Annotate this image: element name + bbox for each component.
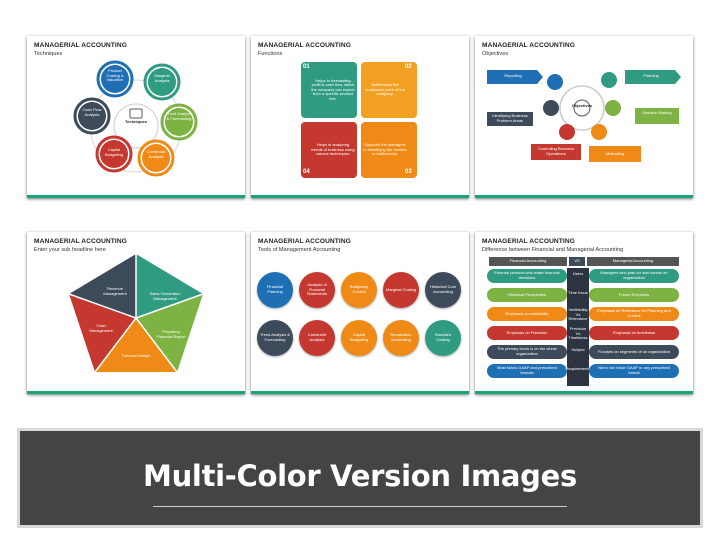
slide-thumbnail-objectives[interactable]: MANAGERIAL ACCOUNTING Objectives Reporti… (475, 36, 693, 198)
quadrant-number: 01 (303, 64, 310, 70)
comparison-left-row: External persons who make financial deci… (487, 269, 567, 283)
slide-subtitle: Techniques (34, 51, 63, 57)
tool-circle: Revaluation Accounting (383, 320, 419, 356)
comparison-mid-label: Precision Vs Timeliness (568, 326, 588, 341)
segment-turnover-margin: Turnover Margin (121, 353, 151, 358)
objective-motivating: Motivating (605, 151, 625, 156)
comparison-left-row: The primary focus is on the whole organi… (487, 345, 567, 359)
comparison-left-row: Emphasis on Precision (487, 326, 567, 340)
objective-decision-making: Decision Making (642, 110, 672, 115)
slide-title: MANAGERIAL ACCOUNTING (482, 42, 575, 49)
tool-circle: Marginal Costing (383, 272, 419, 308)
comparison-left-row: Emphasis on verifiability (487, 307, 567, 321)
slide-title: MANAGERIAL ACCOUNTING (482, 238, 575, 245)
function-quadrant-02: Determines the breakeven point of the co… (361, 62, 417, 118)
comparison-spine (567, 268, 589, 386)
slide-title: MANAGERIAL ACCOUNTING (34, 42, 127, 49)
objective-reporting: Reporting (504, 73, 522, 78)
technique-trend-analysis: Trend Analysis & Forecasting (165, 111, 193, 121)
comparison-right-row: Focuses on segments of an organization (589, 345, 679, 359)
objectives-center-label: Objectives (571, 103, 593, 108)
tool-circle: Capital Budgeting (341, 320, 377, 356)
banner-title: Multi-Color Version Images (143, 459, 577, 493)
tool-circle: Budgetary Control (341, 272, 377, 308)
objective-controlling: Controlling Business Operations (537, 146, 575, 156)
slide-thumbnail-comparison[interactable]: MANAGERIAL ACCOUNTING Difference between… (475, 232, 693, 394)
technique-marginal-analysis: Marginal Analysis (154, 73, 170, 83)
comparison-mid-label: Users (572, 271, 584, 276)
comparison-right-row: Emphasis on Relevance for Planning and C… (589, 307, 679, 321)
slide-accent-bar (251, 391, 469, 394)
technique-constraint-analysis: Constraint Analysis (146, 149, 166, 159)
technique-cash-flow: Cash Flow Analysis (82, 107, 102, 117)
slide-subtitle: Objectives (482, 51, 509, 57)
objective-identifying-problems: Identifying Business Problem Areas (492, 113, 528, 123)
slide-subtitle: Functions (258, 51, 283, 57)
segment-revenue-management: Revenue Management (103, 286, 127, 296)
slide-thumbnail-functions[interactable]: MANAGERIAL ACCOUNTING Functions Helps in… (251, 36, 469, 198)
tool-circle: Financial Planning (257, 272, 293, 308)
comparison-right-row: Future Emphasis (589, 288, 679, 302)
techniques-center-label: Techniques (125, 119, 147, 124)
pentagon-graphic (68, 254, 204, 373)
quadrant-number: 03 (405, 169, 412, 175)
tool-circle: Historical Cost Accounting (425, 272, 461, 308)
segment-sales-generation: Sales Generation Management (149, 291, 181, 301)
segment-financial-report: Preparing Financial Report (156, 329, 186, 339)
slide-title: MANAGERIAL ACCOUNTING (34, 238, 127, 245)
function-quadrant-01: Helps in forecasting profit & cash flow,… (301, 62, 357, 118)
slide-subtitle: Difference between Financial and Manager… (482, 247, 624, 253)
slide-thumbnail-techniques[interactable]: MANAGERIAL ACCOUNTING Techniques Product… (27, 36, 245, 198)
vs-label: VS (569, 257, 585, 266)
function-quadrant-03: Supports the managers in identifying the… (361, 122, 417, 178)
tool-circle: Analysis of Financial Statements (299, 272, 335, 308)
technique-capital-budgeting: Capital Budgeting (104, 147, 123, 157)
objective-planning: Planning (643, 73, 659, 78)
tool-circle: Standard Costing (425, 320, 461, 356)
promo-banner: Multi-Color Version Images (20, 431, 700, 525)
comparison-mid-label: Requirements (565, 366, 591, 371)
slide-title: MANAGERIAL ACCOUNTING (258, 42, 351, 49)
techniques-ring-graphic (73, 60, 198, 177)
comparison-mid-label: Verifiability Vs Relevance (568, 307, 588, 322)
slide-title: MANAGERIAL ACCOUNTING (258, 238, 351, 245)
tool-circle: Constraint Analysis (299, 320, 335, 356)
technique-product-costing: Product Costing & Valuation (106, 68, 124, 83)
slide-accent-bar (27, 195, 245, 198)
slide-thumbnail-tools[interactable]: MANAGERIAL ACCOUNTING Tools of Managemen… (251, 232, 469, 394)
slide-subtitle: Enter your sub headline here (34, 247, 106, 253)
quadrant-number: 02 (405, 64, 412, 70)
quadrant-number: 04 (303, 169, 310, 175)
objectives-hub-graphic (487, 70, 681, 162)
slide-subtitle: Tools of Management Accounting (258, 247, 341, 253)
slide-accent-bar (475, 391, 693, 394)
slide-accent-bar (475, 195, 693, 198)
financial-header: Financial Accounting (489, 257, 567, 266)
comparison-mid-label: Subject (571, 347, 585, 352)
managerial-header: Managerial Accounting (587, 257, 679, 266)
comparison-mid-label: Time focus (568, 290, 588, 295)
comparison-right-row: Emphasis on timeliness (589, 326, 679, 340)
comparison-left-row: Historical Perspective (487, 288, 567, 302)
segment-cash-management: Cash Management (89, 323, 113, 333)
comparison-left-row: Must follow GAAP and prescribed formats (487, 364, 567, 378)
slide-accent-bar (251, 195, 469, 198)
function-quadrant-04: Helps in analyzing trends of business us… (301, 122, 357, 178)
slide-accent-bar (27, 391, 245, 394)
comparison-right-row: Managers who plan for and control an org… (589, 269, 679, 283)
comparison-right-row: Need not follow GAAP or any prescribed f… (589, 364, 679, 378)
tool-circle: Trend Analysis & Forecasting (257, 320, 293, 356)
slide-thumbnail-pentagon[interactable]: MANAGERIAL ACCOUNTING Enter your sub hea… (27, 232, 245, 394)
banner-divider (153, 506, 567, 507)
